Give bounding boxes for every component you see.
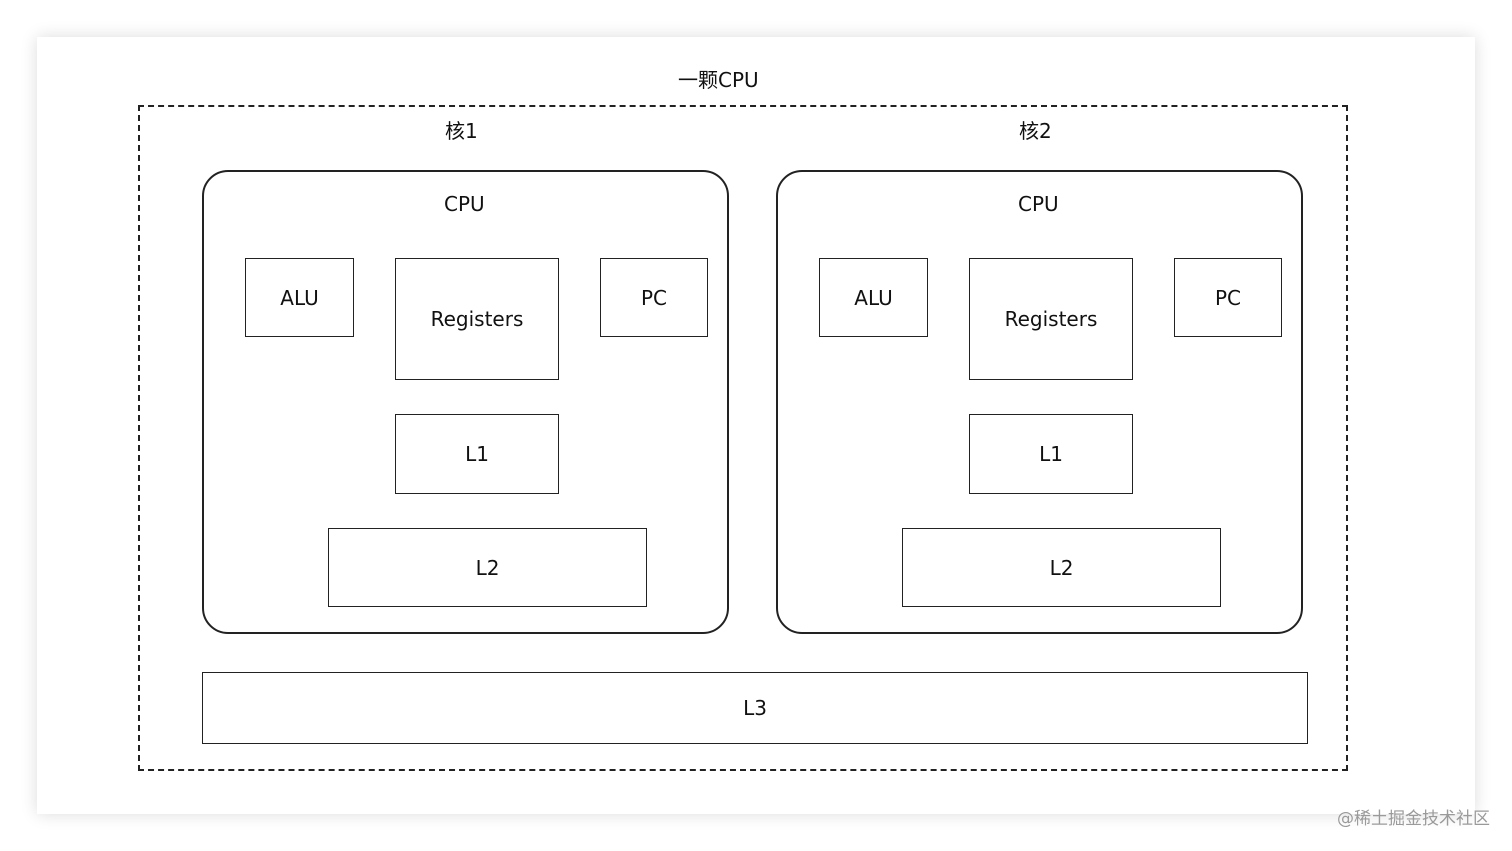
cpu-package-boundary: [138, 105, 1348, 771]
core-2-pc: PC: [1174, 258, 1282, 337]
core-2-registers: Registers: [969, 258, 1133, 380]
core-2: [776, 170, 1303, 634]
core-1-l2-cache: L2: [328, 528, 647, 607]
watermark: @稀土掘金技术社区: [1337, 809, 1490, 829]
core-2-title: CPU: [1018, 192, 1059, 216]
core-1-registers: Registers: [395, 258, 559, 380]
core-1: [202, 170, 729, 634]
core-1-pc: PC: [600, 258, 708, 337]
core-1-alu: ALU: [245, 258, 354, 337]
package-label: 一颗CPU: [678, 68, 759, 92]
core-2-l2-cache: L2: [902, 528, 1221, 607]
core-1-label: 核1: [445, 119, 478, 143]
core-2-l1-cache: L1: [969, 414, 1133, 494]
core-1-title: CPU: [444, 192, 485, 216]
core-1-l1-cache: L1: [395, 414, 559, 494]
core-2-label: 核2: [1019, 119, 1052, 143]
shared-l3-cache: L3: [202, 672, 1308, 744]
core-2-alu: ALU: [819, 258, 928, 337]
